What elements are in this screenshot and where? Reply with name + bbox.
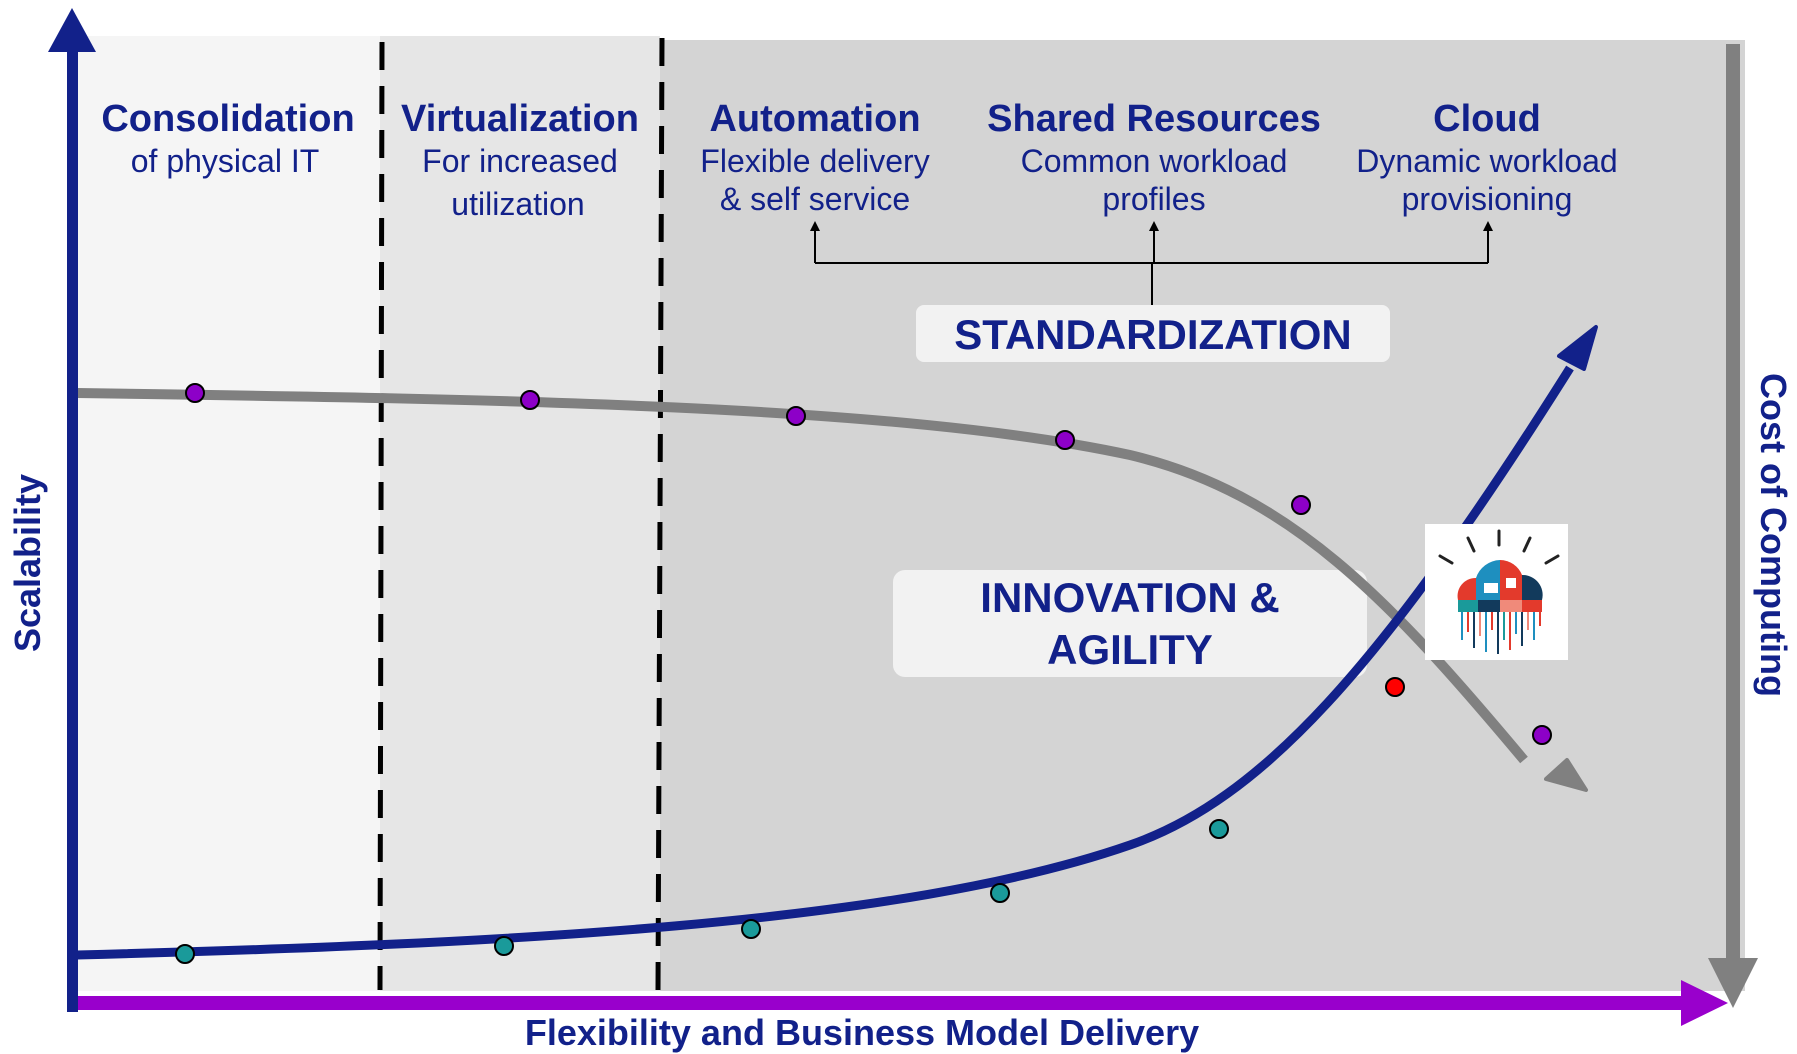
- scalability-marker: [494, 936, 514, 956]
- stage-description: profiles: [1102, 181, 1205, 217]
- stage-description: For increased: [422, 143, 618, 179]
- stage-description: of physical IT: [131, 143, 320, 179]
- stage-title: Automation: [709, 98, 920, 140]
- stage-title: Consolidation: [101, 98, 354, 140]
- panel-cloud-era: [660, 40, 1745, 991]
- cost-marker: [1055, 430, 1075, 450]
- panel-consolidation: [78, 36, 380, 991]
- standardization-bracket: [810, 221, 1493, 305]
- cost-marker: [1291, 495, 1311, 515]
- standardization-label: STANDARDIZATION: [954, 311, 1351, 358]
- cost-marker: [786, 406, 806, 426]
- cost-curve: [76, 388, 1528, 764]
- scalability-curve-markers: [175, 677, 1405, 964]
- stage-title: Cloud: [1433, 98, 1541, 140]
- cost-curve-markers: [185, 383, 1552, 745]
- panel-virtualization: [380, 36, 660, 991]
- separator-2: [655, 37, 665, 991]
- scalability-curve-arrowhead: [1557, 325, 1598, 371]
- stage-title: Shared Resources: [987, 98, 1321, 140]
- stage-title: Virtualization: [401, 98, 639, 140]
- innovation-label-line2: AGILITY: [1047, 626, 1213, 673]
- separator-1: [377, 41, 385, 991]
- innovation-label-line1: INNOVATION &: [980, 574, 1279, 621]
- cost-marker: [1532, 725, 1552, 745]
- stage-description: & self service: [720, 181, 910, 217]
- innovation-box: [893, 570, 1367, 677]
- stage-automation: Automation Flexible delivery & self serv…: [700, 98, 929, 217]
- standardization-box: [916, 305, 1390, 362]
- stage-virtualization: Virtualization For increased utilization: [401, 98, 639, 222]
- cost-marker: [185, 383, 205, 403]
- stage-description: Dynamic workload: [1356, 143, 1617, 179]
- scalability-marker: [1209, 819, 1229, 839]
- x-axis-bar: [78, 996, 1688, 1010]
- scalability-marker: [741, 919, 761, 939]
- ibm-cloud-logo-icon: [1425, 524, 1568, 660]
- stage-description: Flexible delivery: [700, 143, 929, 179]
- x-axis-label: Flexibility and Business Model Delivery: [525, 1012, 1199, 1053]
- stage-description: provisioning: [1402, 181, 1573, 217]
- x-axis-arrowhead: [1681, 980, 1728, 1026]
- cost-marker: [520, 390, 540, 410]
- intersection-marker: [1385, 677, 1405, 697]
- stage-consolidation: Consolidation of physical IT: [101, 98, 354, 179]
- stage-description: utilization: [451, 186, 584, 222]
- y-axis-right-bar: [1726, 44, 1740, 964]
- scalability-marker: [175, 944, 195, 964]
- y-axis-left-arrowhead: [48, 8, 96, 52]
- scalability-curve: [76, 365, 1574, 960]
- y-axis-right-arrowhead: [1708, 958, 1758, 1008]
- stage-cloud: Cloud Dynamic workload provisioning: [1356, 98, 1617, 217]
- stage-description: Common workload: [1021, 143, 1288, 179]
- cost-curve-arrowhead: [1544, 758, 1588, 792]
- y-axis-left-label: Scalability: [7, 474, 48, 652]
- scalability-marker: [990, 883, 1010, 903]
- y-axis-right-label: Cost of Computing: [1753, 373, 1794, 697]
- y-axis-left-bar: [67, 50, 78, 1012]
- stage-shared-resources: Shared Resources Common workload profile…: [987, 98, 1321, 217]
